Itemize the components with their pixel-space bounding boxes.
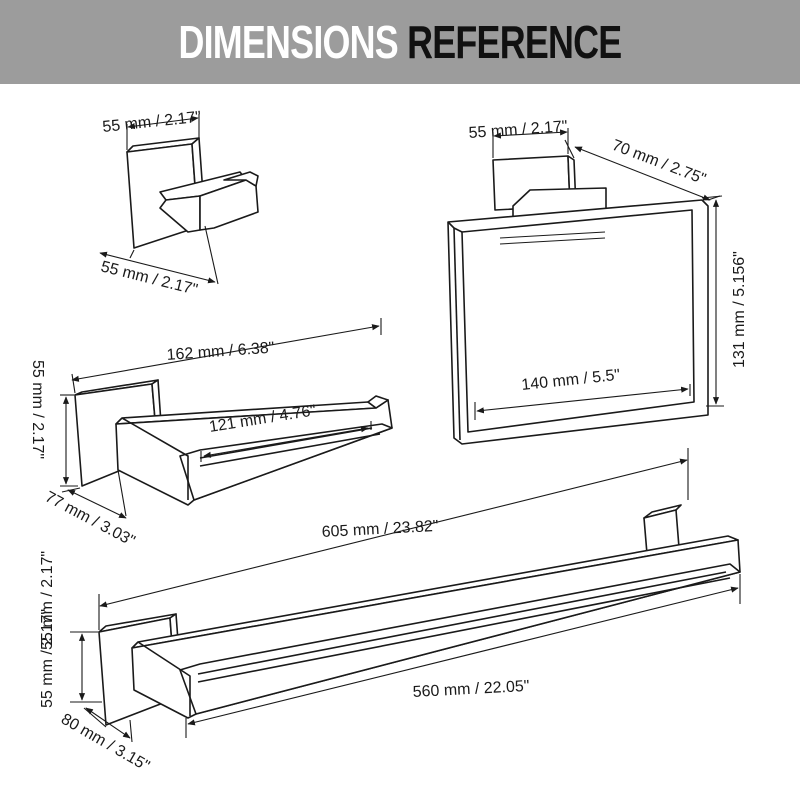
robe-hook-width-top-label: 55 mm / 2.17" bbox=[102, 109, 202, 136]
towel-bar-bar-length-label: 560 mm / 22.05" bbox=[412, 678, 530, 701]
towel-ring-drawing bbox=[447, 128, 724, 445]
paper-holder-plate-height-label: 55 mm / 2.17" bbox=[29, 360, 46, 459]
robe-hook-drawing bbox=[99, 114, 259, 285]
towel-bar-overall-length-label: 605 mm / 23.82" bbox=[321, 518, 439, 541]
towel-ring-plate-width-label: 55 mm / 2.17" bbox=[468, 118, 568, 142]
towel-ring-height-label: 131 mm / 5.156" bbox=[731, 251, 748, 368]
title-word-dimensions: DIMENSIONS bbox=[178, 16, 399, 68]
towel-bar-drawing bbox=[70, 448, 741, 743]
robe-hook-width-bottom-label: 55 mm / 2.17" bbox=[99, 258, 199, 298]
page-title: DIMENSIONS REFERENCE bbox=[178, 15, 623, 69]
towel-bar-plate-height-label-b: 55 mm / 2.17" bbox=[39, 609, 56, 708]
title-banner: DIMENSIONS REFERENCE bbox=[0, 0, 800, 84]
towel-ring-depth-label: 70 mm / 2.75" bbox=[610, 137, 709, 188]
towel-bar-plate-height-label-a: 55 mm / 2.17" bbox=[39, 551, 56, 650]
paper-holder-length-label: 162 mm / 6.38" bbox=[166, 340, 275, 364]
title-word-reference: REFERENCE bbox=[407, 16, 622, 68]
